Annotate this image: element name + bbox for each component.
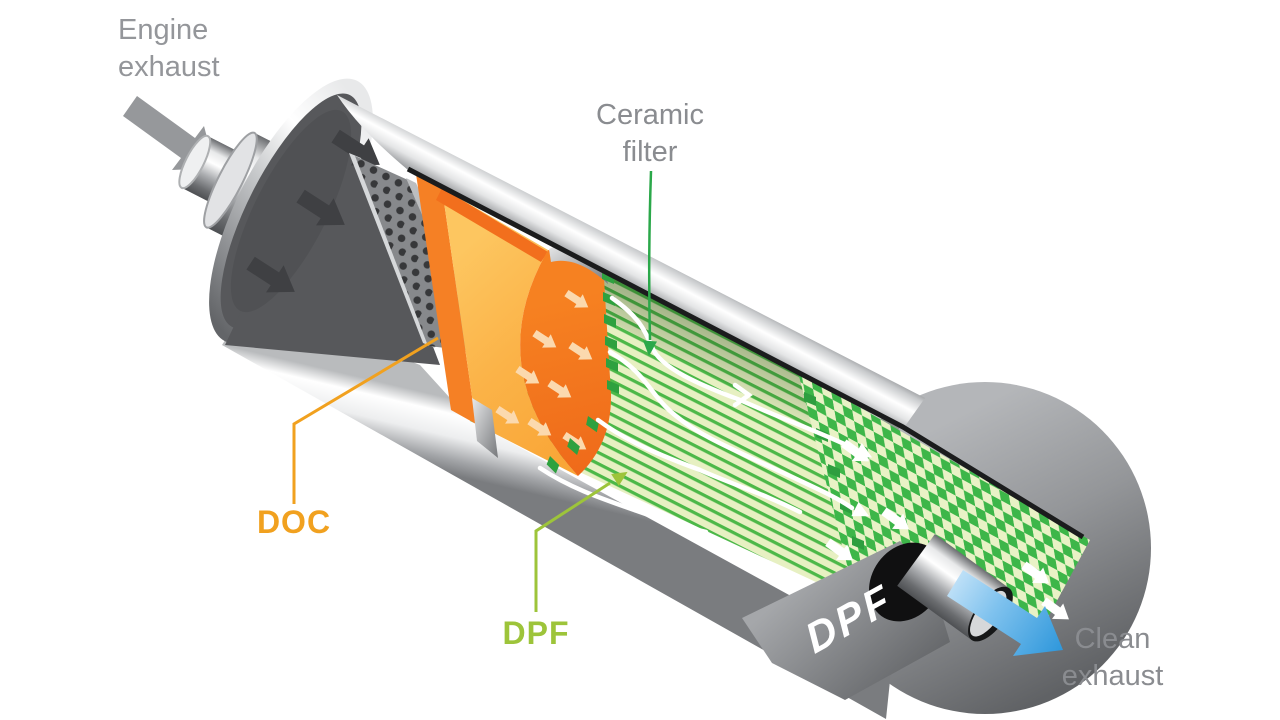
dpf-label: DPF (502, 615, 570, 651)
shell-cut-edge (406, 166, 1085, 540)
clean-exhaust-arrow (947, 570, 1063, 656)
clean-exhaust-label: Clean exhaust (1030, 621, 1195, 695)
gas-flow-lines (537, 295, 858, 535)
dpf-callout-line (534, 471, 628, 612)
engine-exhaust-label: Engine exhaust (118, 12, 298, 86)
retainer-clip-bottom (472, 398, 498, 458)
clean-exhaust-line2: exhaust (1061, 660, 1164, 693)
engine-exhaust-line2: exhaust (118, 51, 220, 84)
engine-exhaust-line1: Engine (118, 14, 209, 46)
doc-callout-line (292, 336, 439, 504)
inlet-chamber (220, 93, 440, 365)
doc-catalyst-left-edge (416, 174, 476, 424)
ceramic-filter-label: Ceramic filter (570, 97, 730, 171)
muffler-shell-bottom (222, 298, 893, 719)
ceramic-filter-line2: filter (622, 136, 678, 169)
doc-label: DOC (256, 504, 332, 540)
ceramic-filter-callout-line (643, 170, 657, 356)
ceramic-filter-line1: Ceramic (596, 99, 704, 131)
muffler-shell-top (337, 95, 925, 429)
doc-catalyst-top-edge (436, 188, 548, 262)
clean-exhaust-line1: Clean (1074, 623, 1151, 655)
